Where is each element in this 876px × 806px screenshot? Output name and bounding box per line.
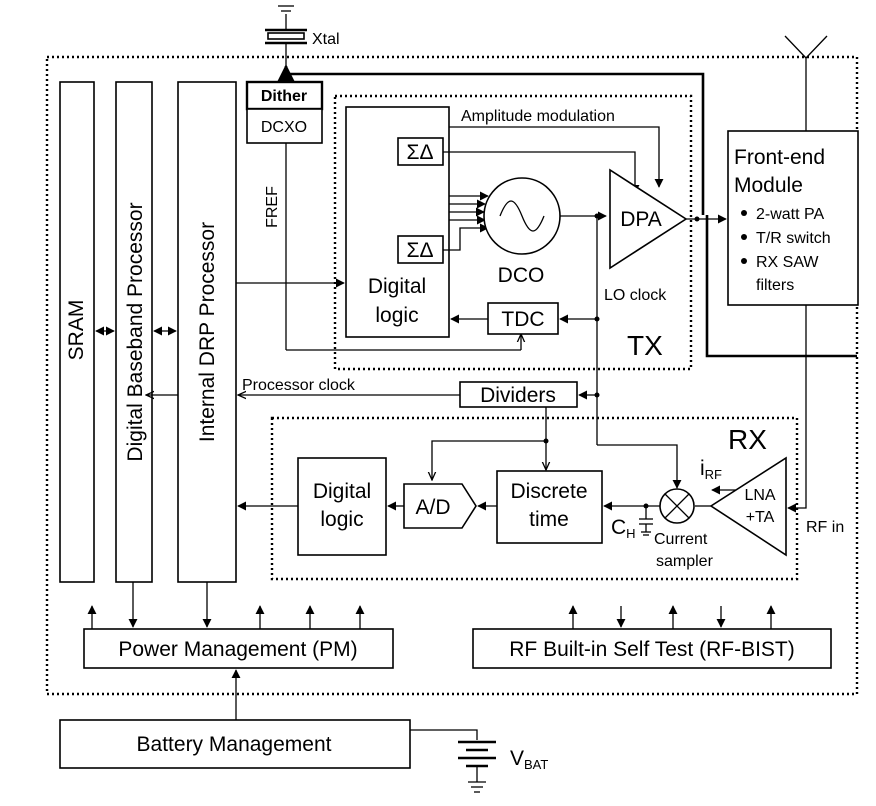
rx-digital-logic-label-2: logic [320,508,363,531]
baseband-label: Digital Baseband Processor [124,202,147,461]
rx-digital-logic-block [297,457,387,556]
battery-block [59,719,411,769]
pm-label: Power Management (PM) [118,638,357,661]
rf-in-label: RF in [806,519,844,536]
vbat-label: VBAT [510,747,548,772]
dpa-amplifier [609,168,688,270]
sram-label: SRAM [65,300,88,361]
front-end-item-2: T/R switch [756,230,831,247]
rf-bist-label: RF Built-in Self Test (RF-BIST) [509,638,795,661]
tx-digital-logic-label-2: logic [375,304,418,327]
discrete-time-label-1: Discrete [510,480,587,503]
dividers-block [459,381,578,408]
dcxo-label: DCXO [261,119,307,136]
tx-digital-logic-label-1: Digital [368,275,426,298]
front-end-item-1: 2-watt PA [756,206,825,223]
front-end-block [727,130,859,306]
irf-label: iRF [700,457,722,482]
rx-label: RX [728,424,767,455]
dcxo-block [246,108,323,144]
ch-label: CH [611,516,636,541]
dither-block [245,80,324,111]
sigma-delta-bottom-label: ΣΔ [406,239,433,262]
sigma-delta-bottom [397,235,444,264]
battery-icon [458,740,496,793]
front-end-label-1: Front-end [734,146,825,169]
rx-region [270,416,799,581]
baseband-block [115,81,153,583]
tdc-label: TDC [501,308,544,331]
front-end-item-3: RX SAW [756,254,819,271]
ad-converter [403,483,477,529]
amp-mod-label: Amplitude modulation [461,108,615,125]
tx-region [333,94,693,371]
pm-block [83,628,394,669]
front-end-label-2: Module [734,174,803,197]
front-end-item-4: filters [756,277,794,294]
lna-label-2: +TA [746,509,775,526]
dividers-label: Dividers [480,384,556,407]
dither-label: Dither [261,88,307,105]
dco-label: DCO [498,264,545,287]
sigma-delta-top-label: ΣΔ [406,141,433,164]
current-sampler-label-1: Current [654,531,708,548]
tx-label: TX [627,330,663,361]
lo-clock-label: LO clock [604,287,667,304]
chip-boundary [45,55,859,696]
processor-clock-label: Processor clock [242,377,356,394]
antenna-icon [784,35,828,131]
battery-label: Battery Management [137,733,332,756]
fref-label: FREF [264,186,281,228]
capacitor-icon [639,506,653,536]
lna-label-1: LNA [744,487,775,504]
rx-digital-logic-label-1: Digital [313,480,371,503]
sine-icon [499,200,545,232]
xtal-label: Xtal [312,31,340,48]
lna-amplifier [709,456,787,557]
discrete-time-block [496,470,603,544]
rf-bist-block [472,628,832,669]
drp-label: Internal DRP Processor [196,222,219,442]
ad-label: A/D [415,496,450,519]
sram-block [59,81,95,583]
current-sampler-label-2: sampler [656,553,714,570]
dpa-label: DPA [620,208,662,231]
discrete-time-label-2: time [529,508,569,531]
